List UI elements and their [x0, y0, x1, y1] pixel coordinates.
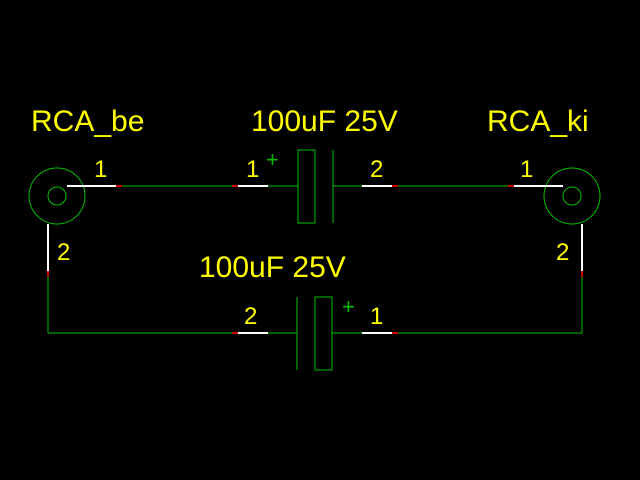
rca-ki-inner-ring	[562, 186, 582, 206]
cap-bottom-right-pin-number: 1	[370, 303, 383, 330]
rca-be-pin2-number: 2	[57, 239, 70, 266]
rca-ki-label: RCA_ki	[487, 105, 589, 138]
cap-bottom-value: 100uF 25V	[199, 251, 346, 284]
cap-top-right-pin-number: 2	[370, 156, 383, 183]
cap-bottom-plus-icon: +	[342, 294, 355, 319]
cap-top-left-pin-number: 1	[246, 156, 259, 183]
rca-ki-outer-ring	[543, 167, 601, 225]
rca-be-label: RCA_be	[31, 105, 144, 138]
cap-bottom-positive-plate	[314, 296, 333, 371]
rca-ki-pin2-number: 2	[556, 239, 569, 266]
connector-rca-be: RCA_be 1 2	[28, 105, 144, 277]
rca-be-inner-ring	[47, 186, 67, 206]
wires	[47, 185, 583, 334]
wire-bottom-left	[47, 275, 235, 334]
rca-be-outer-ring	[28, 167, 86, 225]
rca-ki-pin1-number: 1	[520, 156, 533, 183]
wire-bottom-right	[395, 275, 583, 334]
cap-top-value: 100uF 25V	[251, 105, 398, 138]
cap-top-plus-icon: +	[266, 147, 279, 172]
connector-rca-ki: RCA_ki 1 2	[487, 105, 601, 277]
capacitor-bottom: + 100uF 25V 2 1	[199, 251, 398, 371]
capacitor-top: + 100uF 25V 1 2	[232, 105, 398, 224]
cap-top-positive-plate	[297, 149, 316, 224]
cap-bottom-left-pin-number: 2	[244, 303, 257, 330]
rca-be-pin1-number: 1	[94, 156, 107, 183]
